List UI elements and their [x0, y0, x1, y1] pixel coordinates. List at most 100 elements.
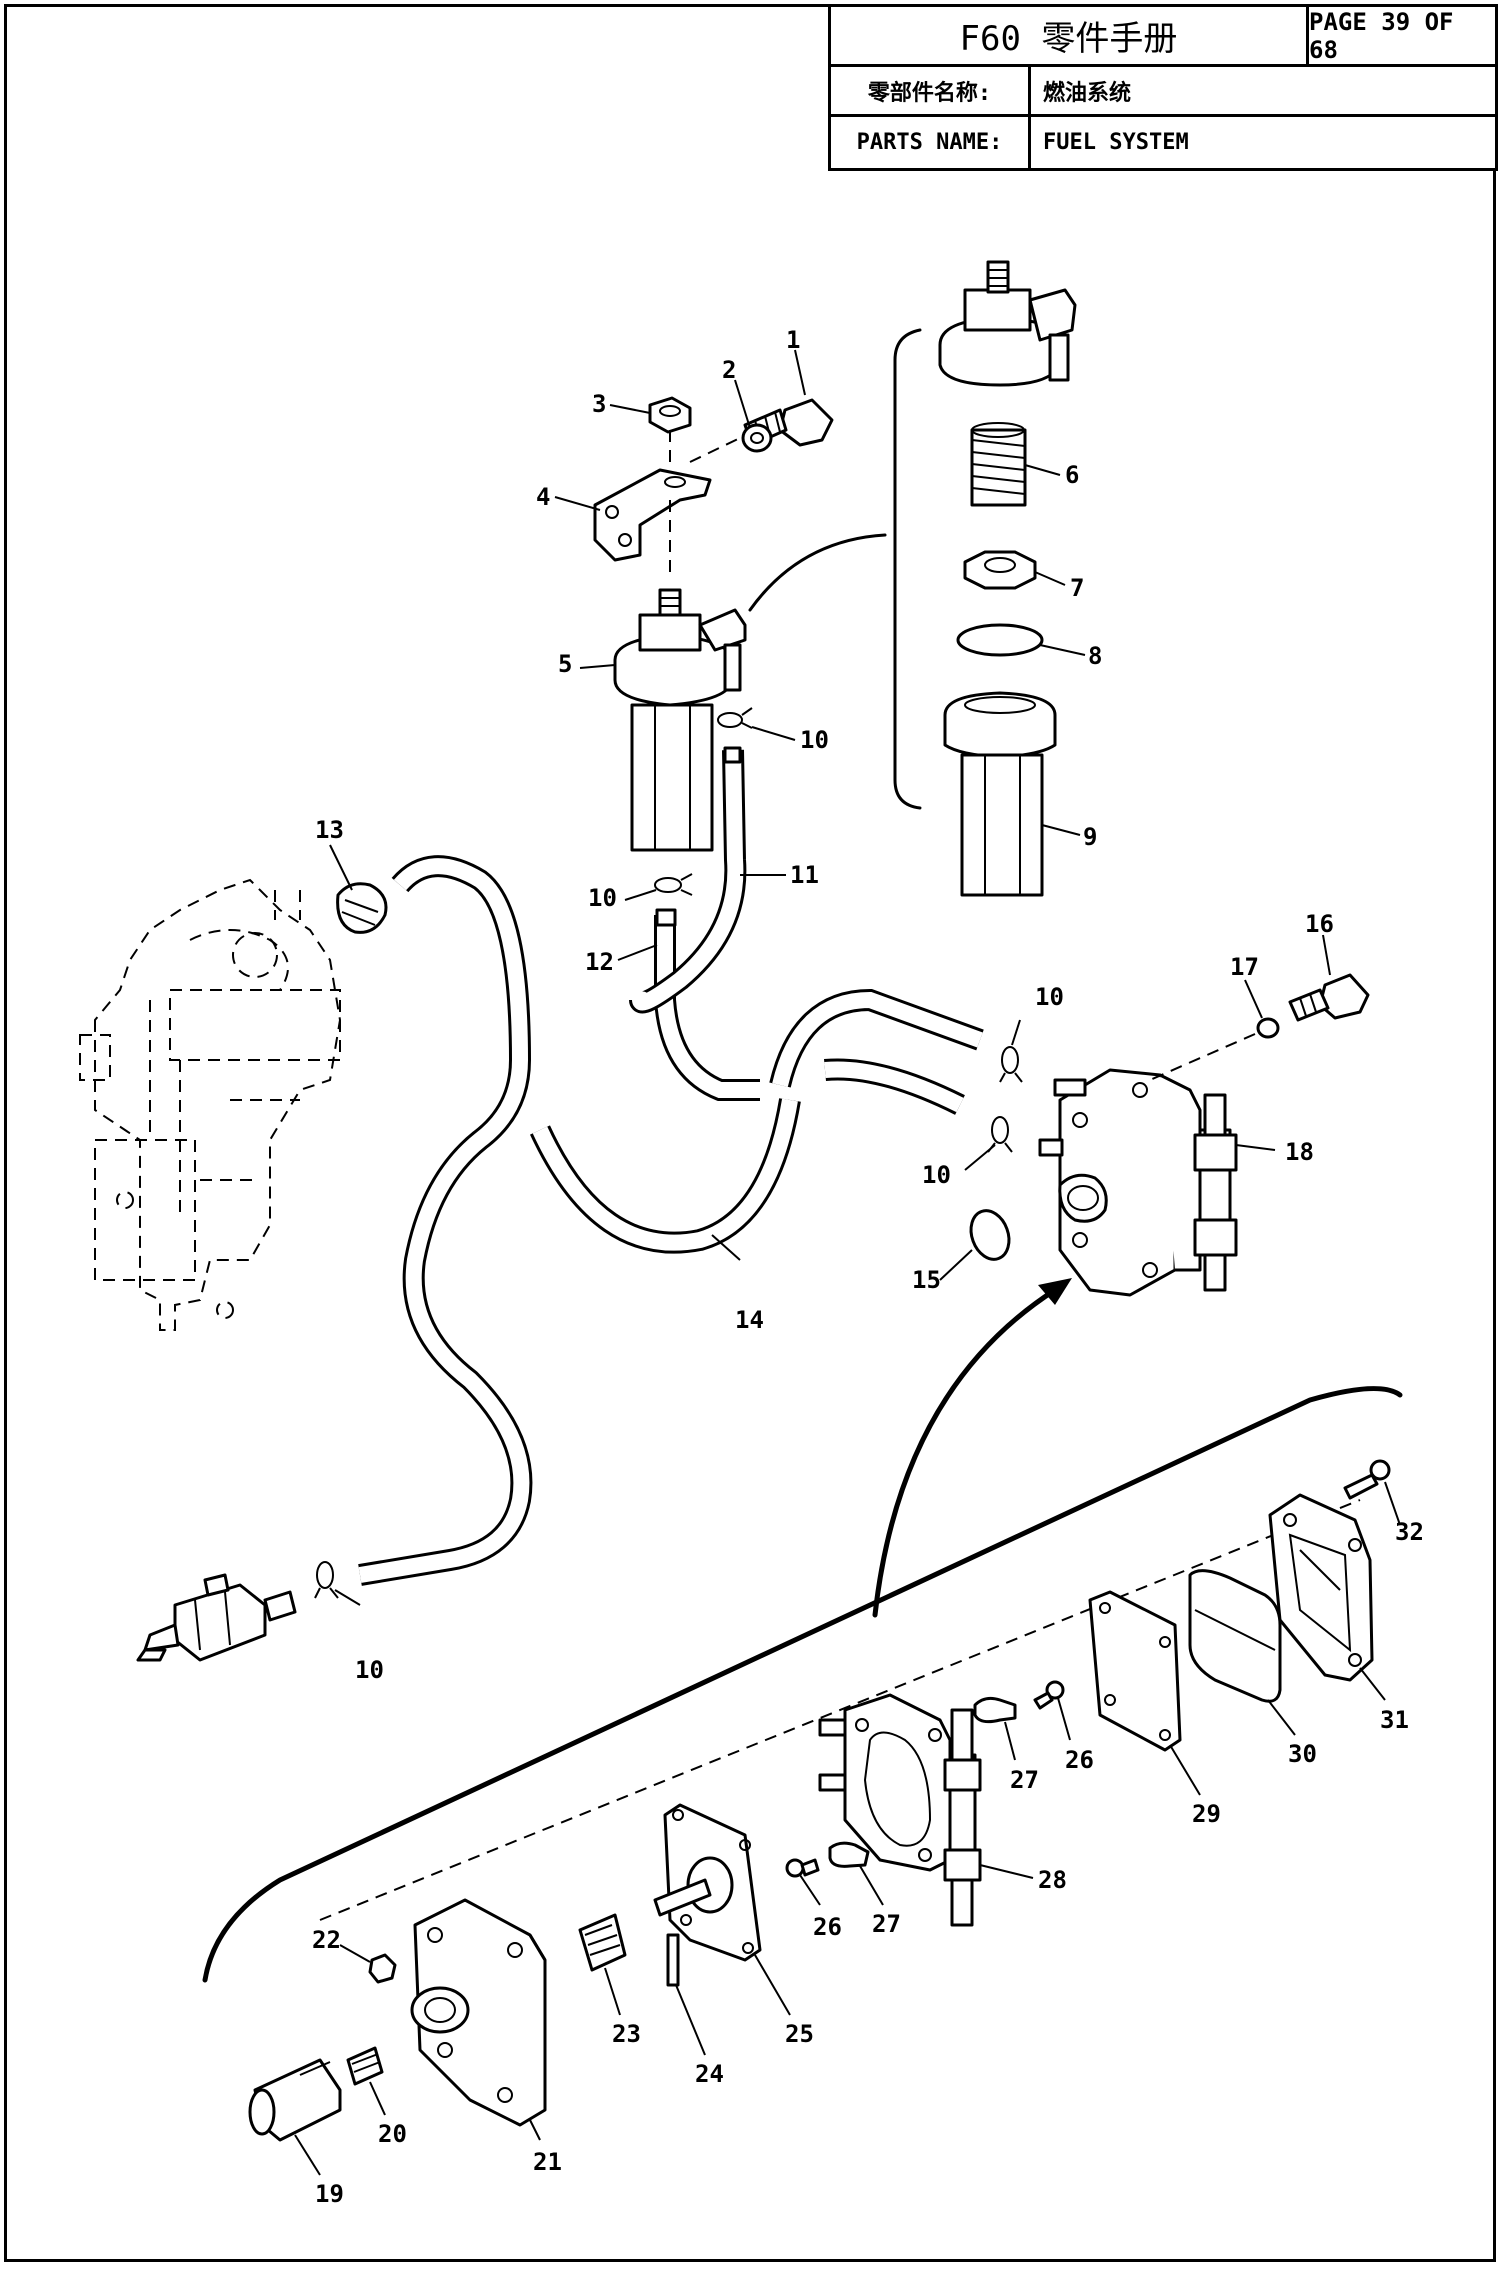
screw-32: [1343, 1459, 1391, 1500]
callout-10b: 10: [588, 884, 617, 912]
callout-4: 4: [536, 483, 550, 511]
manual-title: F60 零件手册: [831, 7, 1309, 64]
engine-block: [79, 878, 342, 1331]
axis-top: [669, 430, 741, 580]
filter-bowl-9: [943, 691, 1057, 897]
spring-23: [578, 1913, 627, 1972]
page-frame: [4, 4, 1496, 2262]
cover-31: [1268, 1493, 1374, 1682]
hose-pump-lower: [824, 1058, 965, 1115]
callout-28: 28: [1038, 1866, 1067, 1894]
fuel-connector: [136, 1573, 297, 1662]
callout-3: 3: [592, 390, 606, 418]
callout-26b: 26: [813, 1913, 842, 1941]
nut-22: [368, 1953, 397, 1984]
callout-21: 21: [533, 2148, 562, 2176]
callout-5: 5: [558, 650, 572, 678]
clip-10c: [999, 1046, 1023, 1083]
o-ring-15: [969, 1209, 1011, 1261]
screw-26b: [785, 1858, 820, 1878]
parts-name-label-cn: 零部件名称:: [831, 67, 1031, 114]
hose-12: [654, 915, 760, 1101]
callout-18: 18: [1285, 1138, 1314, 1166]
callout-2: 2: [722, 356, 736, 384]
callout-20: 20: [378, 2120, 407, 2148]
hose-main: [358, 855, 533, 1586]
hose-stub-12: [655, 908, 677, 927]
washer-2: [741, 423, 773, 453]
housing-21: [410, 1898, 547, 2127]
callout-19: 19: [315, 2180, 344, 2208]
detail-bracket: [893, 328, 922, 810]
pin-24: [666, 1933, 680, 1987]
spring-20: [346, 2046, 384, 2086]
callout-29: 29: [1192, 1800, 1221, 1828]
clip-10e: [314, 1561, 339, 1599]
hose-pump-upper: [769, 988, 984, 1088]
callout-31: 31: [1380, 1706, 1409, 1734]
callout-labels: 1 2 3 4 5 6 7 8 9 10 10 10 10 10 10 11 1…: [312, 326, 1424, 2208]
callout-17: 17: [1230, 953, 1259, 981]
o-ring-8: [956, 623, 1044, 657]
plunger-19: [248, 2058, 342, 2142]
callout-23: 23: [612, 2020, 641, 2048]
callout-9: 9: [1083, 823, 1097, 851]
page-number: PAGE 39 OF 68: [1309, 7, 1454, 64]
filter-head-detail: [938, 260, 1077, 387]
parts-name-value-en: FUEL SYSTEM: [1043, 130, 1189, 155]
hose-14: [530, 1098, 801, 1254]
clip-10b: [654, 873, 693, 896]
hose-11: [629, 749, 747, 1014]
lower-group-bracket: [202, 1386, 1403, 1983]
pump-body-28: [818, 1693, 982, 1927]
callout-15: 15: [912, 1266, 941, 1294]
callout-24: 24: [695, 2060, 724, 2088]
axis-lower: [319, 1499, 1361, 1921]
callout-8: 8: [1088, 642, 1102, 670]
callout-6: 6: [1065, 461, 1079, 489]
title-row: F60 零件手册 PAGE 39 OF 68: [831, 7, 1495, 67]
assembly-arrow: [872, 1278, 1072, 1618]
screw-26a: [1033, 1680, 1065, 1710]
gasket-29: [1088, 1590, 1182, 1752]
callout-27a: 27: [1010, 1766, 1039, 1794]
callout-13: 13: [315, 816, 344, 844]
nut-3: [648, 396, 692, 434]
diaphragm-25: [653, 1803, 762, 1962]
detail-connector: [748, 533, 887, 612]
callout-12: 12: [585, 948, 614, 976]
leader-lines: [294, 349, 1401, 2176]
parts-name-value-cn: 燃油系统: [1043, 80, 1132, 106]
callout-11: 11: [790, 861, 819, 889]
diaphragm-30: [1188, 1569, 1282, 1703]
name-row-cn: 零部件名称: 燃油系统: [831, 67, 1495, 117]
title-block: F60 零件手册 PAGE 39 OF 68 零部件名称: 燃油系统 PARTS…: [828, 4, 1498, 171]
hose-stub-11: [723, 746, 742, 764]
callout-10a: 10: [800, 726, 829, 754]
callout-22: 22: [312, 1926, 341, 1954]
callout-27b: 27: [872, 1910, 901, 1938]
washer-17: [1256, 1017, 1280, 1039]
fitting-13: [336, 882, 388, 934]
callout-30: 30: [1288, 1740, 1317, 1768]
name-row-en: PARTS NAME: FUEL SYSTEM: [831, 117, 1495, 168]
callout-1: 1: [786, 326, 800, 354]
axis-pump: [1149, 1033, 1256, 1081]
callout-7: 7: [1070, 574, 1084, 602]
callout-14: 14: [735, 1306, 764, 1334]
callout-10c: 10: [1035, 983, 1064, 1011]
nut-7: [963, 550, 1037, 590]
callout-25: 25: [785, 2020, 814, 2048]
spring-6: [970, 422, 1027, 507]
bracket-4: [593, 468, 712, 562]
clip-10a: [717, 707, 753, 729]
callout-16: 16: [1305, 910, 1334, 938]
bolt-16: [1288, 973, 1370, 1022]
valve-27a: [973, 1696, 1017, 1724]
parts-name-label-en: PARTS NAME:: [831, 117, 1031, 168]
callout-10d: 10: [922, 1161, 951, 1189]
callout-10e: 10: [355, 1656, 384, 1684]
callout-26a: 26: [1065, 1746, 1094, 1774]
valve-27b: [828, 1841, 870, 1868]
